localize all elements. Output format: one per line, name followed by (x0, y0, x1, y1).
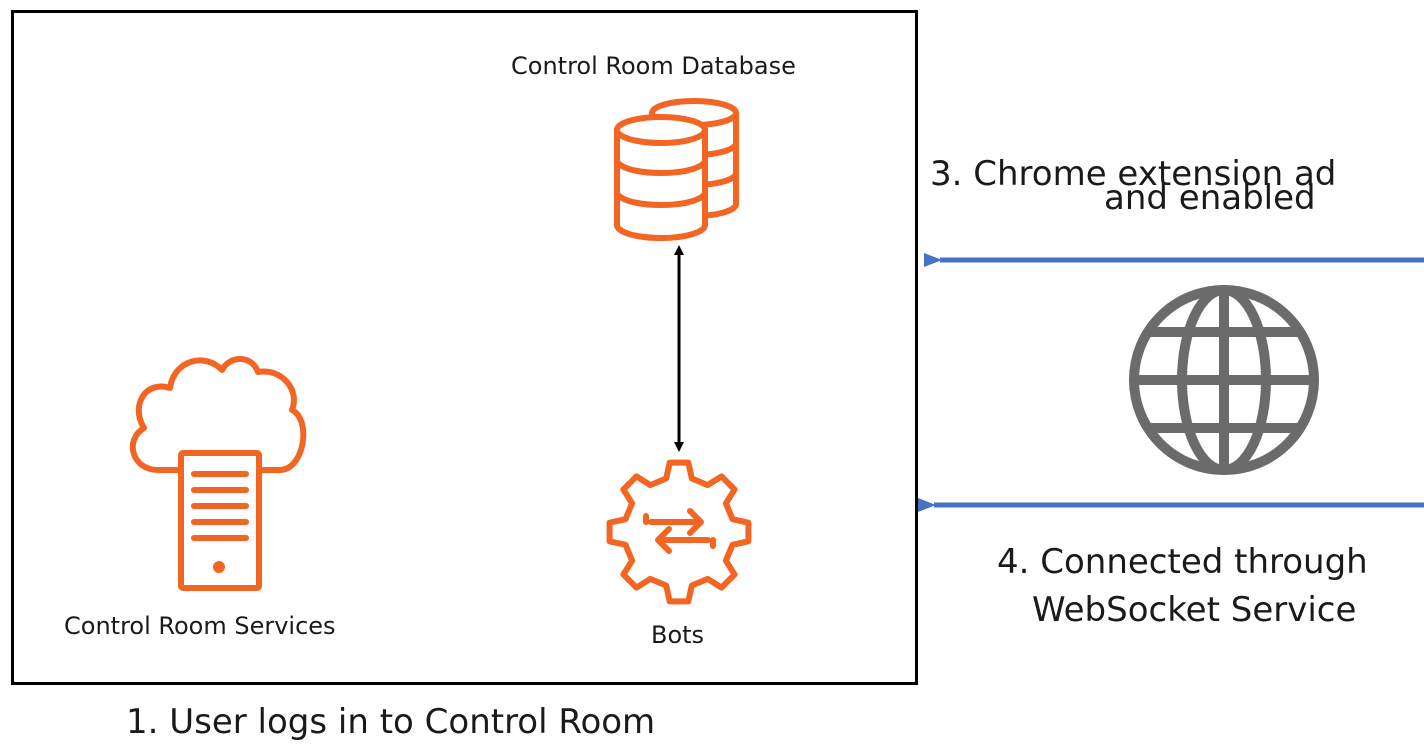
bots-label: Bots (651, 621, 705, 649)
step4-label-line2: WebSocket Service (1032, 590, 1357, 630)
step1-label: 1. User logs in to Control Room (126, 702, 656, 742)
services-label: Control Room Services (64, 612, 336, 640)
control-room-boundary (11, 10, 918, 685)
gear-sync-icon (606, 459, 752, 605)
step4-label-line1: 4. Connected through (997, 542, 1368, 582)
database-label: Control Room Database (511, 52, 796, 80)
globe-icon (1129, 285, 1319, 475)
step3-label-line1: 3. Chrome extension ad (930, 154, 1337, 194)
step3-label-line2: and enabled (1104, 178, 1316, 218)
database-icon (614, 98, 739, 241)
cloud-server-icon (129, 356, 307, 591)
